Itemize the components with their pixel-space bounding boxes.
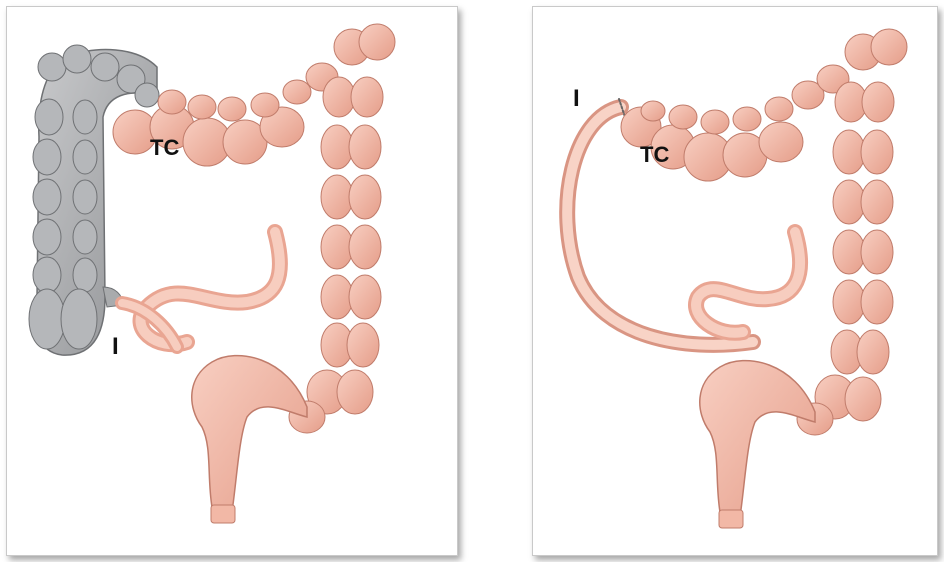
- label-ileum: I: [112, 333, 119, 361]
- label-transverse-colon: TC: [640, 142, 669, 168]
- small-intestine: [122, 232, 280, 347]
- small-intestine: [696, 232, 800, 333]
- label-ileum: I: [573, 85, 580, 113]
- colon-illustration-before: [7, 7, 457, 555]
- colon-illustration-after: [533, 7, 937, 555]
- label-transverse-colon: TC: [150, 135, 179, 161]
- diagram-panel-after: TC I: [532, 6, 938, 556]
- rectum: [700, 361, 815, 528]
- rectum: [192, 356, 307, 523]
- diagram-panel-before: TC I: [6, 6, 458, 556]
